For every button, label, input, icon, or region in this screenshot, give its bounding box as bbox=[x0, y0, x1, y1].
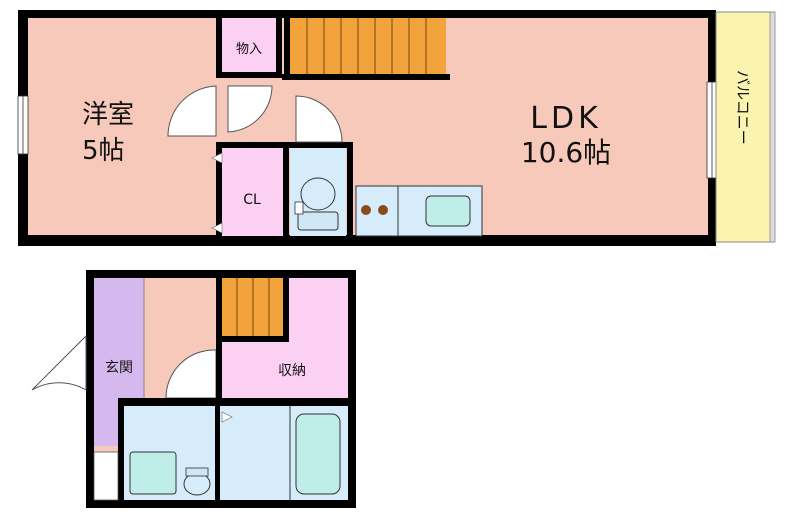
door-swing-corridor bbox=[227, 85, 273, 133]
label-entrance: 玄関 bbox=[105, 359, 133, 376]
stairs-upper-treads bbox=[306, 18, 427, 76]
wall-storage-left bbox=[216, 18, 222, 78]
toilet-paper-icon bbox=[294, 201, 304, 215]
balcony-floor bbox=[715, 11, 775, 243]
label-ldk-size: 10.6帖 bbox=[521, 136, 611, 169]
wall-wet-left bbox=[118, 398, 124, 508]
label-storage-lower: 収納 bbox=[278, 363, 306, 379]
door-swing-toilet bbox=[295, 95, 343, 143]
bathtub-icon bbox=[295, 413, 341, 495]
kitchen-sink-icon bbox=[425, 195, 471, 227]
label-western-room-name: 洋室 bbox=[82, 100, 134, 130]
bath-door-marker bbox=[221, 411, 233, 423]
closet-floor bbox=[221, 148, 283, 236]
wall-storage-bottom bbox=[216, 72, 282, 78]
wall-wet-top bbox=[120, 398, 356, 406]
closet-door-marker-1 bbox=[211, 152, 223, 164]
door-swing-western bbox=[167, 85, 217, 137]
wall-stairs-left bbox=[284, 18, 290, 80]
shoe-cabinet bbox=[93, 451, 119, 501]
stove-burner-left-icon bbox=[361, 205, 371, 215]
door-swing-storage bbox=[165, 349, 217, 399]
wall-stairs-lower-right bbox=[283, 278, 289, 342]
label-ldk-name: LDK bbox=[530, 101, 602, 136]
stairs-lower-treads bbox=[236, 278, 270, 336]
wall-storage-right bbox=[276, 18, 282, 78]
label-western-room-size: 5帖 bbox=[82, 136, 125, 166]
toilet-lower-tank-icon bbox=[185, 467, 209, 477]
washbasin-icon bbox=[129, 451, 177, 495]
toilet-tank-icon bbox=[297, 211, 339, 231]
stairs-lower bbox=[221, 278, 283, 336]
toilet-bowl-icon bbox=[300, 177, 336, 211]
storage-upper bbox=[221, 18, 277, 74]
storage-lower-bottom bbox=[222, 342, 348, 398]
wall-closet-right bbox=[283, 142, 289, 240]
wall-stairs-bottom bbox=[282, 74, 450, 80]
wall-closet-left bbox=[216, 142, 222, 240]
label-closet: CL bbox=[243, 192, 261, 208]
wall-stairs-lower-left bbox=[216, 278, 222, 342]
wall-storage-lower-left bbox=[216, 342, 222, 404]
closet-door-marker-2 bbox=[211, 222, 223, 234]
balcony-rail bbox=[769, 11, 776, 243]
door-swing-entrance bbox=[31, 334, 87, 391]
wall-stairs-lower-bottom bbox=[216, 336, 288, 342]
label-balcony: バルコニー bbox=[734, 70, 752, 145]
wall-toilet-top bbox=[288, 142, 352, 148]
stairs-upper bbox=[290, 18, 446, 76]
wall-toilet-right bbox=[347, 142, 353, 240]
label-storage-upper: 物入 bbox=[236, 42, 262, 57]
stove-burner-right-icon bbox=[378, 205, 388, 215]
wall-wet-mid bbox=[215, 406, 220, 500]
wall-closet-top bbox=[216, 142, 288, 148]
